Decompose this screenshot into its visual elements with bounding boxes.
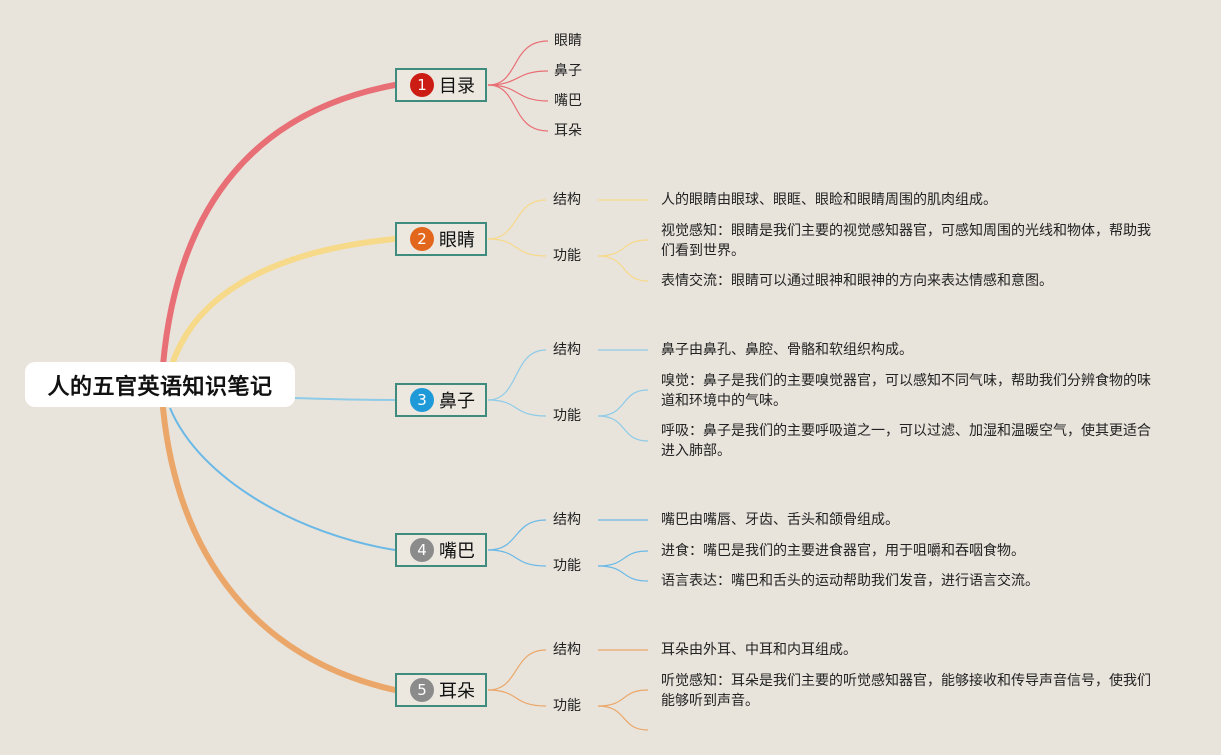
- mouth-links: [487, 519, 649, 582]
- eyes-function-item-1[interactable]: 视觉感知：眼睛是我们主要的视觉感知器官，可感知周围的光线和物体，帮助我们看到世界…: [661, 223, 1151, 259]
- topic-label: 嘴巴: [439, 541, 475, 562]
- mouth-structure-label[interactable]: 结构: [553, 512, 581, 528]
- toc-item-ears[interactable]: 耳朵: [554, 123, 582, 139]
- ears-structure-label[interactable]: 结构: [553, 642, 581, 658]
- eyes-function-item-2[interactable]: 表情交流：眼睛可以通过眼神和眼神的方向来表达情感和意图。: [661, 273, 1053, 289]
- topic-toc[interactable]: 1 目录: [395, 68, 487, 102]
- toc-links: [487, 40, 549, 132]
- nose-function-label[interactable]: 功能: [553, 408, 581, 424]
- eyes-structure-label[interactable]: 结构: [553, 192, 581, 208]
- mouth-structure-text[interactable]: 嘴巴由嘴唇、牙齿、舌头和颌骨组成。: [661, 512, 899, 528]
- topic-label: 耳朵: [439, 681, 475, 702]
- topic-label: 眼睛: [439, 230, 475, 251]
- eyes-structure-text[interactable]: 人的眼睛由眼球、眼眶、眼睑和眼睛周围的肌肉组成。: [661, 192, 997, 208]
- number-2-icon: 2: [410, 227, 434, 251]
- number-3-icon: 3: [410, 388, 434, 412]
- ears-links: [487, 649, 649, 731]
- eyes-function-label[interactable]: 功能: [553, 248, 581, 264]
- nose-structure-text[interactable]: 鼻子由鼻孔、鼻腔、骨骼和软组织构成。: [661, 342, 913, 358]
- number-5-icon: 5: [410, 678, 434, 702]
- topic-label: 目录: [439, 76, 475, 97]
- root-title: 人的五官英语知识笔记: [47, 374, 273, 400]
- topic-eyes[interactable]: 2 眼睛: [395, 222, 487, 256]
- topic-label: 鼻子: [439, 391, 475, 412]
- link-root-eyes: [169, 236, 398, 368]
- topic-mouth[interactable]: 4 嘴巴: [395, 533, 487, 567]
- link-root-nose: [294, 397, 396, 401]
- toc-item-mouth[interactable]: 嘴巴: [554, 93, 582, 109]
- topic-nose[interactable]: 3 鼻子: [395, 383, 487, 417]
- mouth-function-item-2[interactable]: 语言表达：嘴巴和舌头的运动帮助我们发音，进行语言交流。: [661, 573, 1039, 589]
- nose-function-item-1[interactable]: 嗅觉：鼻子是我们的主要嗅觉器官，可以感知不同气味，帮助我们分辨食物的味道和环境中…: [661, 373, 1151, 409]
- ears-function-item-1[interactable]: 听觉感知：耳朵是我们主要的听觉感知器官，能够接收和传导声音信号，使我们能够听到声…: [661, 673, 1151, 709]
- toc-item-nose[interactable]: 鼻子: [554, 63, 582, 79]
- ears-structure-text[interactable]: 耳朵由外耳、中耳和内耳组成。: [661, 642, 857, 658]
- mouth-function-item-1[interactable]: 进食：嘴巴是我们的主要进食器官，用于咀嚼和吞咽食物。: [661, 543, 1025, 559]
- link-root-mouth: [169, 407, 396, 551]
- link-root-toc: [160, 82, 398, 368]
- number-1-icon: 1: [410, 73, 434, 97]
- number-4-icon: 4: [410, 538, 434, 562]
- mouth-function-label[interactable]: 功能: [553, 558, 581, 574]
- ears-function-label[interactable]: 功能: [553, 698, 581, 714]
- link-root-ears: [160, 405, 398, 693]
- eyes-links: [487, 199, 649, 282]
- topic-ears[interactable]: 5 耳朵: [395, 673, 487, 707]
- toc-item-eyes[interactable]: 眼睛: [554, 33, 582, 49]
- nose-links: [487, 349, 649, 442]
- nose-structure-label[interactable]: 结构: [553, 342, 581, 358]
- nose-function-item-2[interactable]: 呼吸：鼻子是我们的主要呼吸道之一，可以过滤、加湿和温暖空气，使其更适合进入肺部。: [661, 423, 1151, 459]
- root-topic[interactable]: 人的五官英语知识笔记: [25, 362, 295, 407]
